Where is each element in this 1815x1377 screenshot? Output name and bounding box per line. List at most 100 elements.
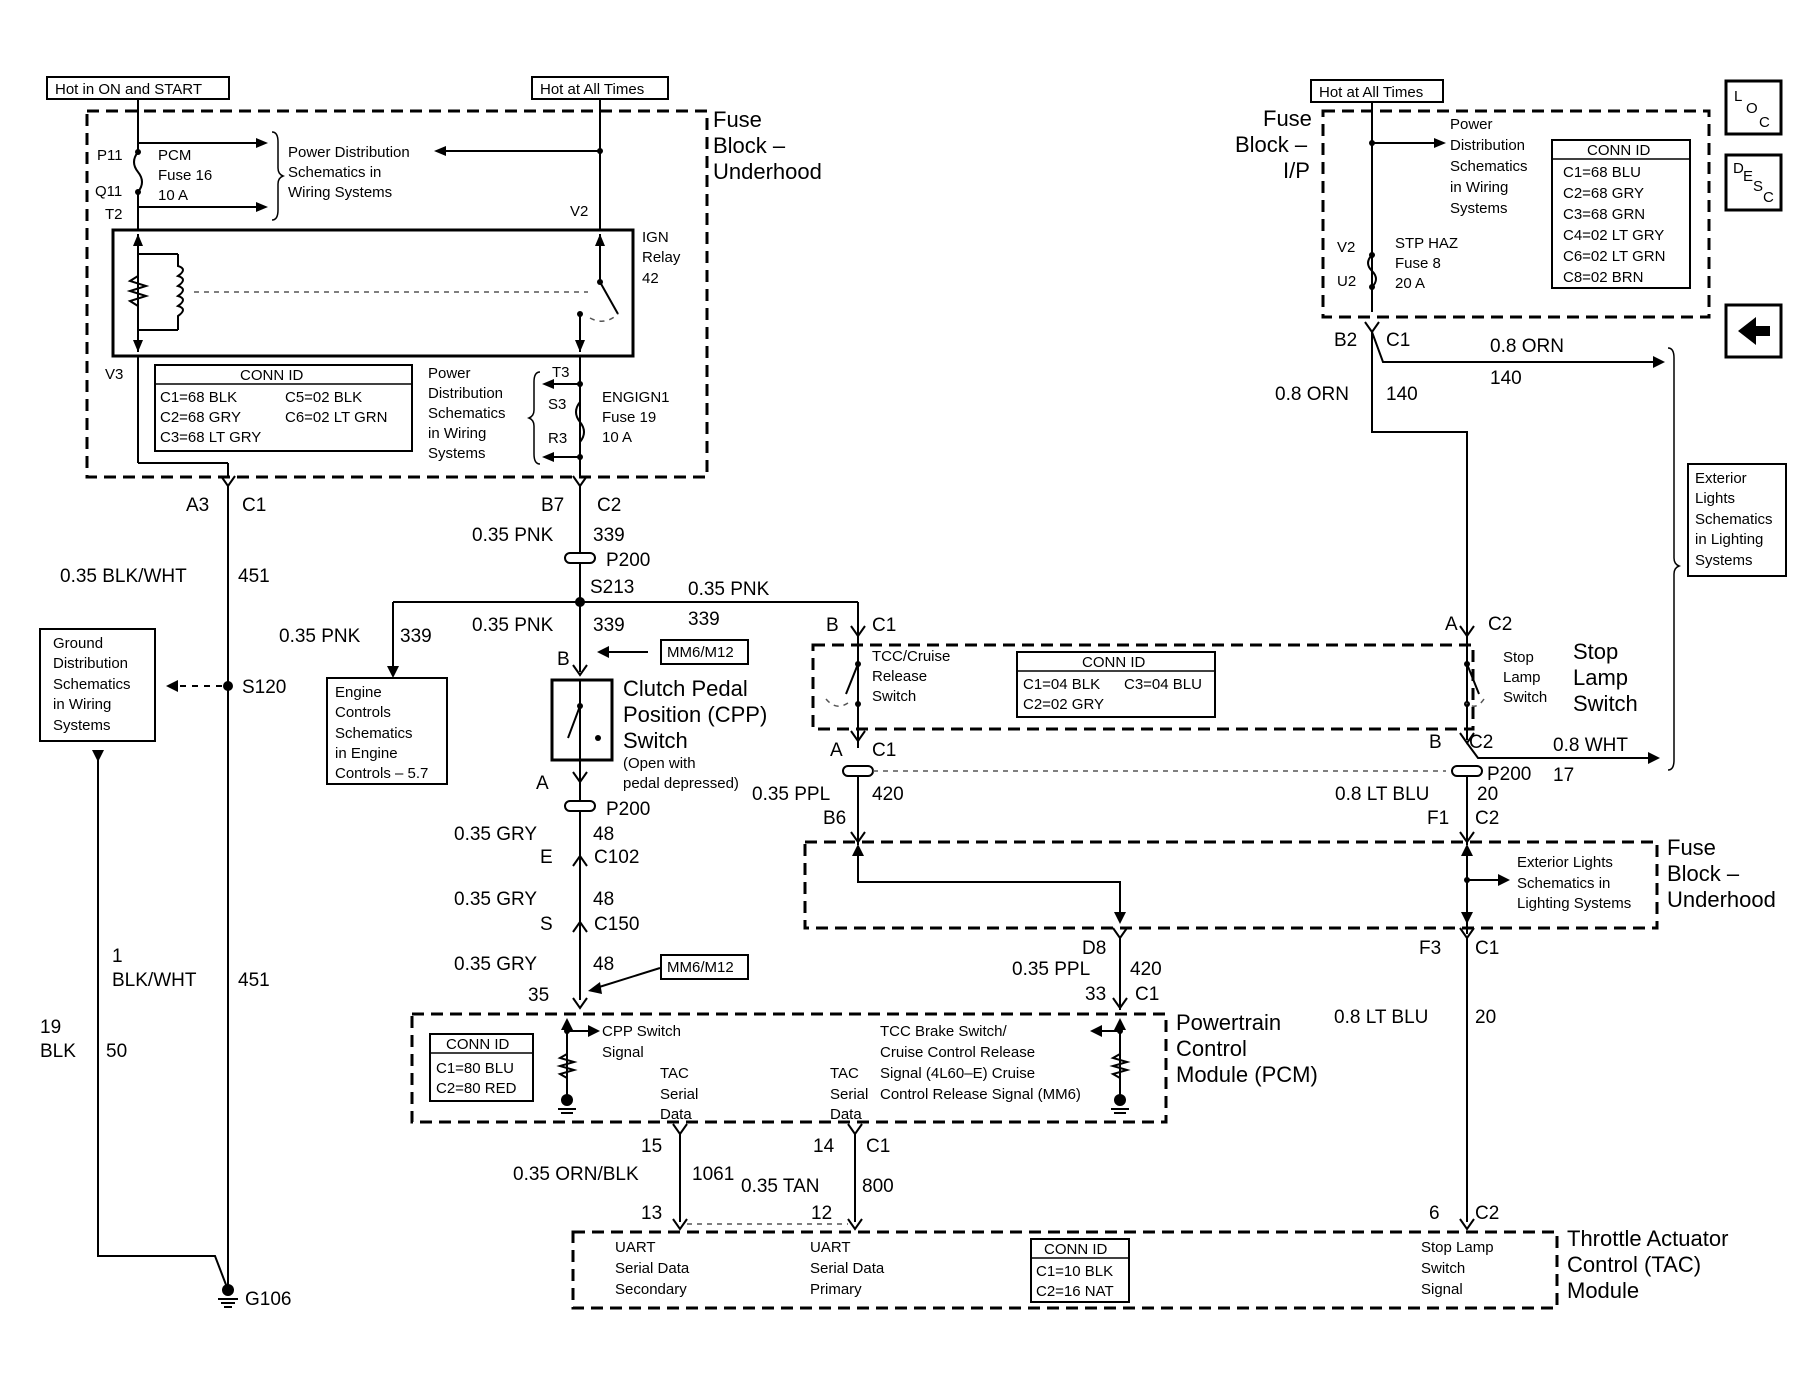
conn-id-tac-title: CONN ID bbox=[1044, 1241, 1108, 1258]
pin-v2: V2 bbox=[570, 203, 588, 220]
fuse-block-underhood-outline bbox=[85, 109, 709, 479]
arrow-right-icon bbox=[1434, 138, 1446, 148]
power-dist-mid-5: Systems bbox=[428, 445, 486, 462]
pcm-tac-serial-1: TAC bbox=[660, 1065, 689, 1082]
stop-lamp-switch-title-2: Lamp bbox=[1573, 665, 1628, 690]
pin-12: 12 bbox=[811, 1203, 832, 1224]
pin-a3: A3 bbox=[186, 495, 209, 516]
fuse-block-underhood-title: Fuse bbox=[713, 107, 762, 132]
pin-tcc-b: B bbox=[826, 615, 839, 636]
pin-t3: T3 bbox=[552, 364, 570, 381]
conn-ip-c4: C4=02 LT GRY bbox=[1563, 227, 1664, 244]
loc-button[interactable]: L O C bbox=[1724, 79, 1783, 136]
fuse-block-ip-title: Fuse bbox=[1263, 106, 1312, 131]
connector-stop-c2: C2 bbox=[1488, 614, 1512, 635]
wire-339-tcc-color: 0.35 PNK bbox=[688, 579, 770, 600]
connector-f3-c1: C1 bbox=[1475, 938, 1499, 959]
engine-controls-ref-4: in Engine bbox=[335, 745, 398, 762]
engine-controls-ref-box[interactable] bbox=[326, 677, 448, 785]
wire-48-color-2: 0.35 GRY bbox=[454, 889, 537, 910]
conn-ip-c2: C2=68 GRY bbox=[1563, 185, 1644, 202]
inline-p200-b bbox=[564, 800, 596, 812]
arrow-down-icon bbox=[1114, 912, 1126, 924]
wire-339-cpp-color: 0.35 PNK bbox=[472, 615, 554, 636]
ground-dist-ref-4: in Wiring bbox=[53, 696, 111, 713]
wire-48-color-3: 0.35 GRY bbox=[454, 954, 537, 975]
connector-tcc-c1b: C1 bbox=[872, 740, 896, 761]
pin-33: 33 bbox=[1085, 984, 1106, 1005]
relay-contact-arm bbox=[599, 281, 619, 315]
pin-v3: V3 bbox=[105, 366, 123, 383]
pcm-title-2: Control bbox=[1176, 1036, 1247, 1061]
wire-800-color: 0.35 TAN bbox=[741, 1176, 820, 1197]
conn-pcm-c2: C2=80 RED bbox=[436, 1080, 517, 1097]
power-dist-ip-3: Schematics bbox=[1450, 158, 1528, 175]
loc-letter-c: C bbox=[1759, 114, 1770, 131]
fuse-block-underhood-title-3: Underhood bbox=[713, 159, 822, 184]
conn-c2: C2=68 GRY bbox=[160, 409, 241, 426]
ign-relay-number: 42 bbox=[642, 270, 659, 287]
inline-p200-b-label: P200 bbox=[606, 799, 650, 820]
pcm-outline bbox=[410, 1012, 1168, 1124]
wire-19-color: BLK bbox=[40, 1041, 76, 1062]
wire-420-internal bbox=[857, 846, 1121, 920]
cpp-switch-arm bbox=[567, 705, 581, 739]
power-dist-ip-5: Systems bbox=[1450, 200, 1508, 217]
inline-p200-d-label: P200 bbox=[1487, 764, 1531, 785]
wire-420-number: 420 bbox=[872, 784, 904, 805]
fuse-block-ip-title-2: Block – bbox=[1235, 132, 1308, 157]
arrow-left-icon bbox=[542, 452, 554, 462]
pcm-title-3: Module (PCM) bbox=[1176, 1062, 1318, 1087]
pin-13: 13 bbox=[641, 1203, 662, 1224]
wire-48-number-1: 48 bbox=[593, 824, 614, 845]
ground-dist-ref-box[interactable] bbox=[39, 628, 156, 742]
connector-ip-c1: C1 bbox=[1386, 330, 1410, 351]
tcc-stop-switch-outline bbox=[811, 643, 1475, 731]
pin-tcc-a: A bbox=[830, 740, 843, 761]
hot-all-times-right-label: Hot at All Times bbox=[1319, 84, 1423, 101]
pin-d8: D8 bbox=[1082, 938, 1106, 959]
wire-420-pcm-number: 420 bbox=[1130, 959, 1162, 980]
engine-controls-ref: Engine bbox=[335, 684, 382, 701]
arrow-down-icon bbox=[575, 340, 585, 352]
ext-lights-ref-box[interactable] bbox=[1687, 463, 1787, 577]
hot-on-start-box bbox=[46, 76, 230, 100]
tcc-switch-arm bbox=[845, 663, 859, 695]
pcm-resistor-2 bbox=[1109, 1053, 1131, 1079]
pin-stop-b: B bbox=[1429, 732, 1442, 753]
wire-140-stop-number: 140 bbox=[1386, 384, 1418, 405]
conn-id-pcm bbox=[429, 1033, 534, 1102]
tac-uart-primary: UART bbox=[810, 1239, 851, 1256]
pin-e: E bbox=[540, 847, 553, 868]
power-dist-ip: Power bbox=[1450, 116, 1493, 133]
tcc-switch-arc bbox=[825, 698, 849, 707]
engign1-fuse-number: Fuse 19 bbox=[602, 409, 656, 426]
ext-lights-underhood-ref-3: Lighting Systems bbox=[1517, 895, 1631, 912]
wire-17-number: 17 bbox=[1553, 765, 1574, 786]
inline-p200-a bbox=[564, 552, 596, 564]
wire-1-number: 1 bbox=[112, 946, 123, 967]
splice-s213-label: S213 bbox=[590, 577, 634, 598]
conn-ip-c1: C1=68 BLU bbox=[1563, 164, 1641, 181]
loc-letter-l: L bbox=[1734, 88, 1742, 105]
relay-contact-arc bbox=[589, 313, 619, 322]
wire-339-engine-number: 339 bbox=[400, 626, 432, 647]
connector-c150 bbox=[572, 920, 588, 933]
wire-19-circuit: 50 bbox=[106, 1041, 127, 1062]
connector-tac-c2: C2 bbox=[1475, 1203, 1499, 1224]
desc-button[interactable]: D E S C bbox=[1724, 153, 1783, 212]
back-button[interactable] bbox=[1724, 303, 1783, 359]
ground-g106 bbox=[222, 1284, 234, 1296]
pcm-fuse-number: Fuse 16 bbox=[158, 167, 212, 184]
tcc-switch-label-2: Release bbox=[872, 668, 927, 685]
wire-140-ext-color: 0.8 ORN bbox=[1490, 336, 1564, 357]
arrow-left-icon bbox=[166, 680, 178, 692]
pcm-tac-serial-2: TAC bbox=[830, 1065, 859, 1082]
arrow-left-icon bbox=[588, 982, 602, 994]
wire-48-number-2: 48 bbox=[593, 889, 614, 910]
pcm-tac-serial-1-3: Data bbox=[660, 1106, 692, 1123]
ign-relay-box bbox=[111, 228, 635, 358]
power-dist-mid-4: in Wiring bbox=[428, 425, 486, 442]
mm6-m12-badge-b bbox=[660, 954, 749, 980]
